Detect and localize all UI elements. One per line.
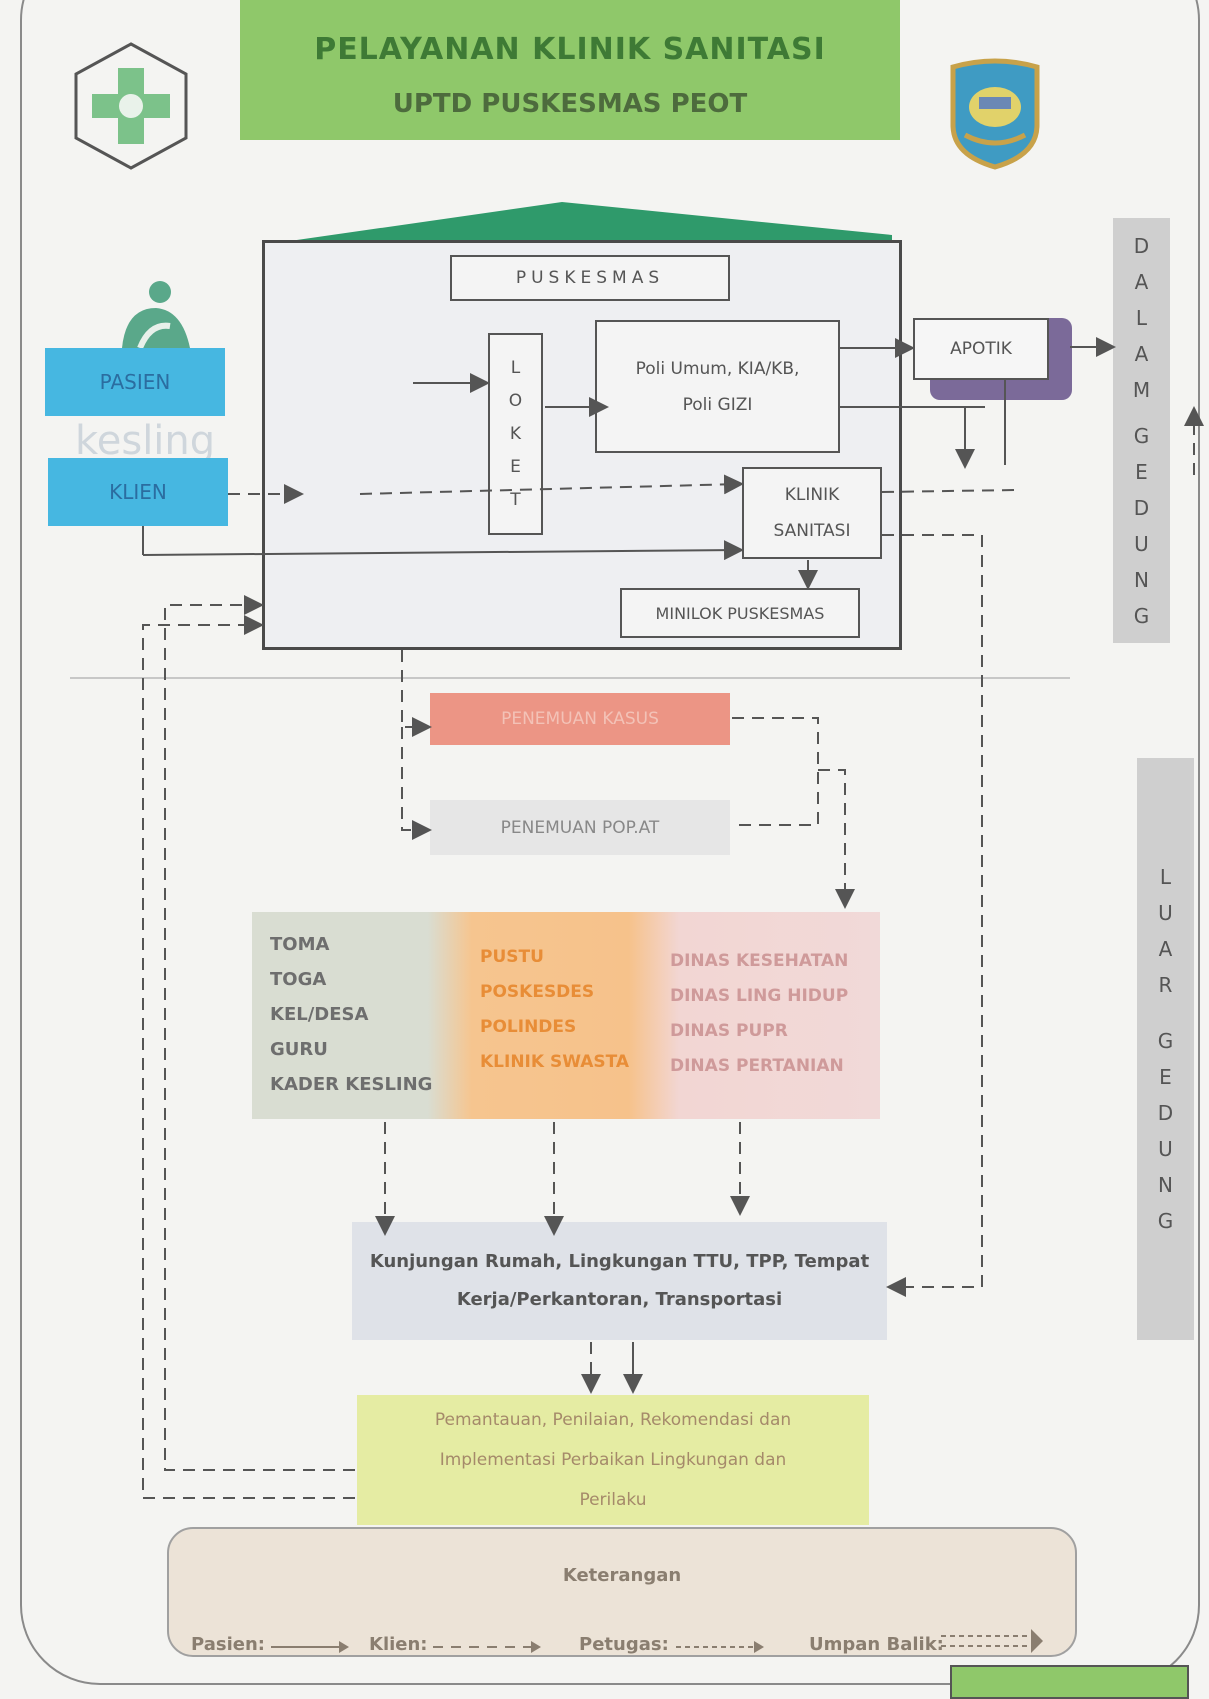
stakeholder-item: DINAS KESEHATAN	[670, 951, 849, 971]
pemantauan-line: Pemantauan, Penilaian, Rekomendasi dan	[434, 1410, 792, 1430]
stakeholder-item: KADER KESLING	[270, 1074, 433, 1095]
corner-green-tab	[950, 1665, 1189, 1699]
klien-klinik-arrow	[142, 540, 744, 561]
side-letter: U	[1134, 531, 1149, 556]
poli-line: Poli Umum, KIA/KB,	[635, 358, 800, 379]
loket-box: L O K E T	[488, 333, 543, 535]
minilok-box: MINILOK PUSKESMAS	[620, 588, 860, 638]
stakeholder-item: DINAS LING HIDUP	[670, 986, 849, 1006]
pemantauan-line: Implementasi Perbaikan Lingkungan dan	[439, 1450, 787, 1470]
kunjungan-box: Kunjungan Rumah, Lingkungan TTU, TPP, Te…	[352, 1222, 887, 1340]
health-cross-logo-icon	[74, 42, 188, 170]
side-letter: M	[1132, 377, 1151, 402]
person-care-icon	[122, 281, 190, 348]
stakeholder-item: PUSTU	[480, 947, 544, 967]
title-banner: PELAYANAN KLINIK SANITASI UPTD PUSKESMAS…	[240, 0, 900, 140]
side-letter: D	[1133, 233, 1150, 258]
side-letter: L	[1135, 305, 1148, 330]
feedback-outer-arrow	[142, 615, 355, 1499]
pemantauan-line: Perilaku	[579, 1490, 647, 1510]
legend-klien-label: Klien:	[369, 1634, 428, 1655]
apotik-box: APOTIK	[913, 318, 1049, 380]
kunjungan-line: Kerja/Perkantoran, Transportasi	[456, 1289, 783, 1310]
klinik-line: KLINIK	[784, 485, 840, 505]
poster-title: PELAYANAN KLINIK SANITASI	[314, 32, 826, 67]
klien-dashed-klinik-arrow	[359, 474, 744, 495]
legend-dashed-arrow-icon	[433, 1641, 541, 1653]
loket-letter: K	[509, 423, 522, 444]
pasien-box: PASIEN	[45, 348, 225, 416]
stakeholder-item: DINAS PUPR	[670, 1021, 788, 1041]
facility-column: PUSTU POSKESDES POLINDES KLINIK SWASTA	[480, 940, 629, 1080]
side-letter: U	[1158, 1137, 1173, 1161]
side-letter: G	[1157, 1029, 1174, 1053]
side-letter: G	[1157, 1209, 1174, 1233]
side-label-luar-gedung: L U A R G E D U N G	[1137, 758, 1194, 1340]
legend-petugas-label: Petugas:	[579, 1634, 669, 1655]
kunjungan-line: Kunjungan Rumah, Lingkungan TTU, TPP, Te…	[369, 1251, 870, 1272]
klinik-sanitasi-box: KLINIK SANITASI	[742, 467, 882, 559]
stakeholder-panel: TOMA TOGA KEL/DESA GURU KADER KESLING PU…	[252, 912, 880, 1119]
klien-box: KLIEN	[48, 458, 228, 526]
loket-letter: O	[508, 390, 523, 411]
legend-fine-dashed-arrow-icon	[676, 1641, 764, 1653]
poster-frame	[20, 0, 1200, 1685]
side-letter: D	[1157, 1101, 1174, 1125]
side-letter: G	[1133, 423, 1150, 448]
poster-subtitle: UPTD PUSKESMAS PEOT	[392, 89, 748, 119]
loket-letter: L	[510, 357, 521, 378]
stakeholder-item: TOGA	[270, 969, 327, 990]
legend-umpan-balik-label: Umpan Balik:	[809, 1634, 944, 1655]
inside-outside-divider	[70, 677, 1070, 679]
agency-column: DINAS KESEHATAN DINAS LING HIDUP DINAS P…	[670, 944, 848, 1084]
side-letter: U	[1158, 901, 1173, 925]
findings-merge-line	[732, 717, 819, 826]
regency-emblem-icon	[950, 58, 1040, 170]
poli-box: Poli Umum, KIA/KB, Poli GIZI	[595, 320, 840, 453]
klinik-kunjungan-arrow	[882, 534, 983, 1297]
penemuan-popat-box: PENEMUAN POP.AT	[430, 800, 730, 855]
stakeholder-item: DINAS PERTANIAN	[670, 1056, 844, 1076]
side-letter: N	[1134, 567, 1149, 592]
side-letter: E	[1135, 459, 1148, 484]
side-letter: D	[1133, 495, 1150, 520]
to-kasus-arrow	[401, 650, 432, 737]
klinik-line: SANITASI	[773, 521, 851, 541]
community-column: TOMA TOGA KEL/DESA GURU KADER KESLING	[270, 927, 432, 1102]
loket-letter: T	[510, 489, 521, 510]
side-letter: G	[1133, 603, 1150, 628]
stakeholder-item: POSKESDES	[480, 982, 595, 1002]
legend-pasien-label: Pasien:	[191, 1634, 265, 1655]
klinik-dashed-right	[881, 489, 1016, 493]
poli-line: Poli GIZI	[682, 394, 753, 415]
side-letter: L	[1159, 865, 1172, 889]
stakeholder-item: POLINDES	[480, 1017, 577, 1037]
loket-letter: E	[510, 456, 521, 477]
side-letter: R	[1158, 973, 1173, 997]
to-popat-arrow	[401, 727, 432, 840]
side-letter: A	[1134, 341, 1149, 366]
findings-stake-arrow	[818, 769, 855, 909]
side-letter: N	[1158, 1173, 1173, 1197]
building-roof	[262, 202, 892, 250]
legend-feedback-arrow-icon	[941, 1629, 1043, 1653]
side-letter: E	[1159, 1065, 1172, 1089]
legend-solid-arrow-icon	[271, 1641, 349, 1653]
penemuan-kasus-box: PENEMUAN KASUS	[430, 693, 730, 745]
stakeholder-item: KEL/DESA	[270, 1004, 369, 1025]
stakeholder-item: GURU	[270, 1039, 328, 1060]
side-letter: A	[1134, 269, 1149, 294]
feedback-inner-arrow	[164, 595, 355, 1471]
kesling-watermark: kesling	[75, 418, 216, 464]
side-letter: A	[1158, 937, 1173, 961]
side-label-dalam-gedung: D A L A M G E D U N G	[1113, 218, 1170, 643]
stakeholder-item: KLINIK SWASTA	[480, 1052, 630, 1072]
legend-title: Keterangan	[562, 1565, 682, 1586]
pemantauan-box: Pemantauan, Penilaian, Rekomendasi dan I…	[357, 1395, 869, 1525]
stakeholder-item: TOMA	[270, 934, 330, 955]
puskesmas-label: PUSKESMAS	[450, 255, 730, 301]
legend-panel: Keterangan Pasien: Klien: Petugas: Umpan…	[167, 1527, 1077, 1657]
